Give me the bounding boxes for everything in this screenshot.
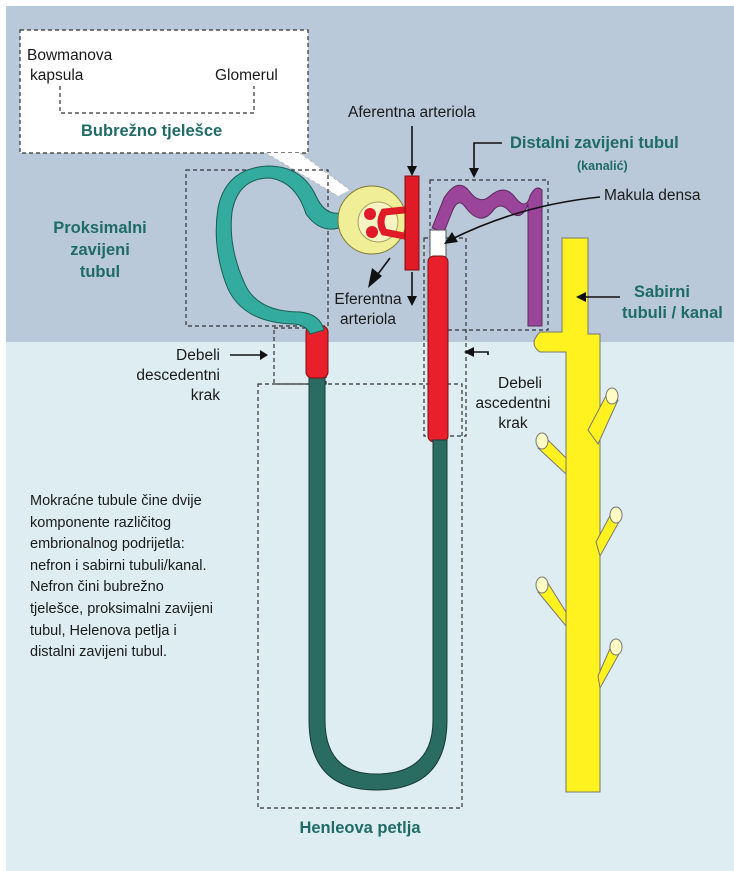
efferent-label-line1: Eferentna <box>318 290 418 309</box>
thick-desc-label-line3: krak <box>120 386 220 405</box>
bowman-label-line1: Bowmanova <box>27 46 112 65</box>
description-text: Mokraćne tubule čine dvije komponente ra… <box>30 491 270 664</box>
glomerul-label: Glomerul <box>215 66 278 85</box>
thick-descending-limb <box>306 326 328 378</box>
efferent-label-line2: arteriola <box>318 310 418 329</box>
thick-asc-label-line1: Debeli <box>470 374 570 393</box>
thick-desc-label-line2: descedentni <box>120 366 220 385</box>
macula-densa-label: Makula densa <box>604 186 701 205</box>
proximal-label-line2: zavijeni <box>40 240 160 261</box>
thick-ascending-limb <box>428 256 448 442</box>
bowman-label-line2: kapsula <box>30 66 83 85</box>
proximal-label-line3: tubul <box>40 262 160 283</box>
renal-corpuscle <box>338 186 406 254</box>
collecting-label-line1: Sabirni <box>622 282 702 303</box>
distal-tubule-label: Distalni zavijeni tubul <box>510 133 679 154</box>
thick-desc-label-line1: Debeli <box>120 346 220 365</box>
distal-sub-label: (kanalić) <box>577 157 628 176</box>
collecting-label-line2: tubuli / kanal <box>622 303 723 324</box>
afferent-arteriole <box>405 176 419 270</box>
proximal-label-line1: Proksimalni <box>40 218 160 239</box>
afferent-label: Aferentna arteriola <box>348 103 476 122</box>
macula-densa-segment <box>430 230 446 258</box>
thick-asc-label-line2: ascedentni <box>463 394 563 413</box>
renal-corpuscle-label: Bubrežno tjelešce <box>81 121 222 142</box>
thick-asc-label-line3: krak <box>463 414 563 433</box>
henle-label: Henleova petlja <box>280 818 440 839</box>
